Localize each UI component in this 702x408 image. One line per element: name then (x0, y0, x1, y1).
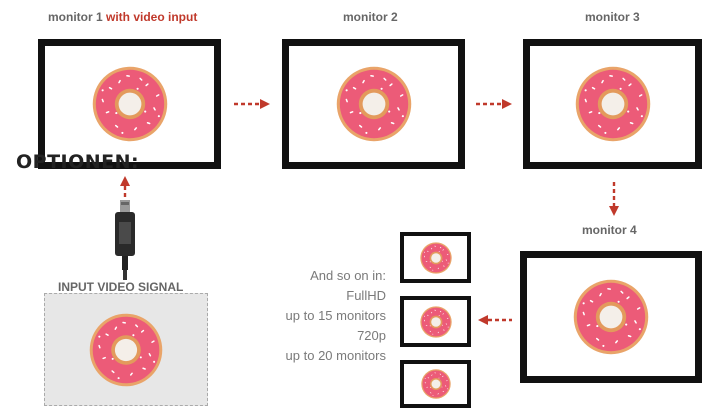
video-input-note: with video input (106, 10, 198, 24)
monitor-1-name: monitor 1 (48, 10, 103, 24)
donut-icon (573, 279, 649, 355)
donut-icon (420, 369, 451, 399)
input-signal-preview (44, 293, 208, 406)
donut-icon (419, 305, 452, 338)
monitor-1 (38, 39, 221, 169)
small-monitor-3 (400, 360, 471, 408)
small-monitor-3-screen (404, 364, 467, 404)
overlay-heading: OPTIONEN: (16, 151, 140, 173)
info-line-intro: And so on in: (310, 268, 386, 283)
donut-icon (336, 66, 411, 142)
monitor-4-screen (527, 258, 695, 376)
info-line-fullhd: FullHD (346, 288, 386, 303)
monitor-1-screen (45, 46, 214, 162)
monitor-3-screen (530, 46, 695, 162)
monitor-3-label: monitor 3 (585, 10, 640, 24)
info-line-fullhd-count: up to 15 monitors (285, 308, 386, 323)
monitor-1-label: monitor 1 with video input (48, 10, 197, 24)
hdmi-cable-icon (115, 200, 135, 280)
info-line-720p-count: up to 20 monitors (285, 348, 386, 363)
small-monitor-1 (400, 232, 471, 283)
arrow-left-icon (478, 315, 512, 325)
donut-icon (89, 313, 163, 386)
monitor-2 (282, 39, 465, 169)
small-monitor-1-screen (404, 236, 467, 279)
monitor-4 (520, 251, 702, 383)
monitor-4-label: monitor 4 (582, 223, 637, 237)
arrow-right-icon (234, 99, 270, 109)
small-monitor-2 (400, 296, 471, 347)
donut-icon (419, 241, 452, 274)
info-line-720p: 720p (357, 328, 386, 343)
monitor-2-label: monitor 2 (343, 10, 398, 24)
input-signal-label: INPUT VIDEO SIGNAL (58, 280, 184, 294)
small-monitor-2-screen (404, 300, 467, 343)
arrow-right-icon (476, 99, 512, 109)
info-text: And so on in: FullHD up to 15 monitors 7… (240, 266, 386, 366)
monitor-2-screen (289, 46, 458, 162)
arrow-down-icon (609, 182, 619, 216)
monitor-3 (523, 39, 702, 169)
donut-icon (575, 66, 650, 142)
donut-icon (92, 66, 167, 142)
